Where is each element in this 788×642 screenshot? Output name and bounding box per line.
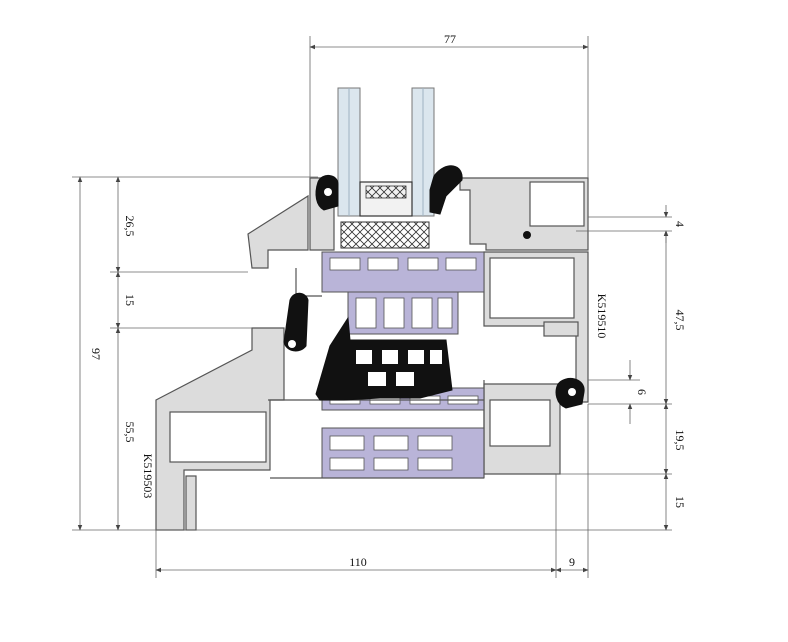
- dim-15-left: 15: [123, 294, 137, 306]
- frame-profile: [155, 177, 335, 531]
- dim-width-bottom: 110: [349, 555, 367, 569]
- dim-height-total: 97: [89, 348, 103, 360]
- dim-26-5: 26,5: [123, 216, 137, 237]
- drain-point: [523, 231, 531, 239]
- dim-55-5: 55,5: [123, 422, 137, 443]
- gasket-glass-inner: [429, 165, 463, 215]
- sash-profile: [459, 177, 589, 475]
- glazing-block: [340, 221, 430, 249]
- label-frame-profile: K519503: [141, 454, 155, 499]
- label-sash-profile: K519510: [595, 294, 609, 339]
- dim-right-47-5: 47,5: [673, 310, 687, 331]
- dim-width-top: 77: [444, 32, 456, 46]
- dim-right-15: 15: [673, 496, 687, 508]
- gasket-middle: [283, 292, 309, 352]
- dim-right-19-5: 19,5: [673, 430, 687, 451]
- dim-width-bottom-small: 9: [569, 555, 575, 569]
- dim-right-6: 6: [635, 389, 649, 395]
- gasket-holes: [288, 188, 576, 396]
- dim-right-4: 4: [673, 221, 687, 227]
- glass-panes: [337, 87, 435, 217]
- dimension-lines: [72, 36, 672, 578]
